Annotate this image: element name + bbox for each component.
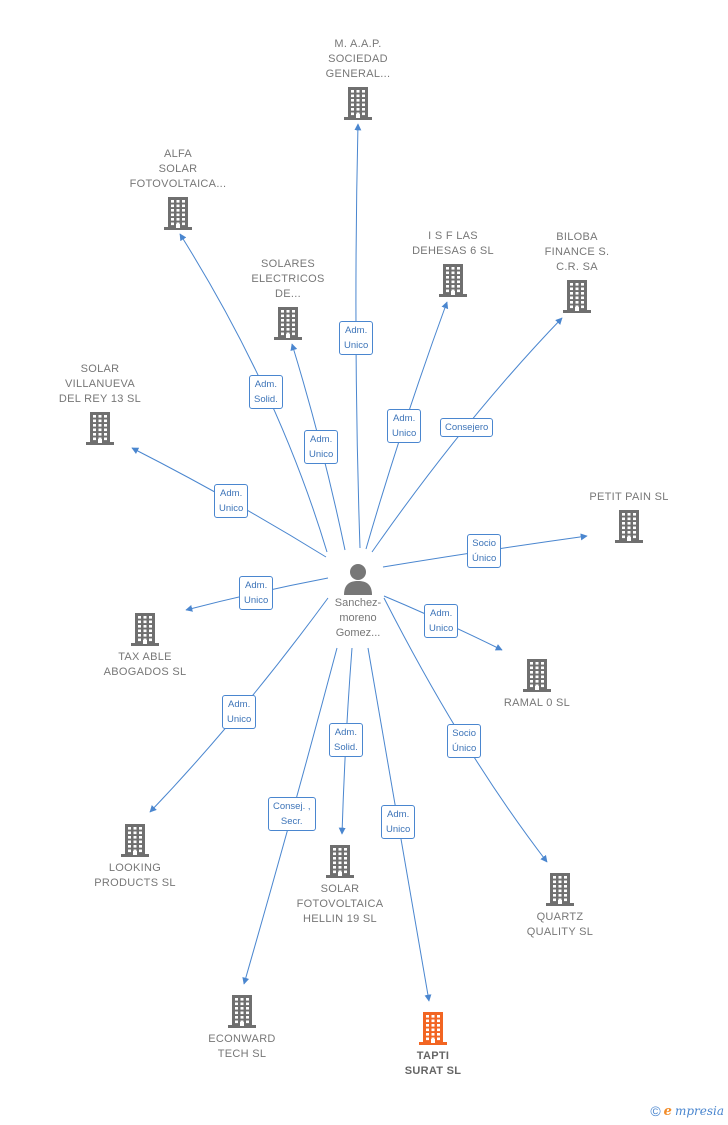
edge-label-looking[interactable]: Adm. Unico [222, 695, 257, 729]
building-icon [121, 824, 149, 857]
company-name: RAMAL 0 SL [503, 697, 571, 709]
company-name: QUARTZ QUALITY SL [526, 911, 594, 938]
company-name: SOLARES ELECTRICOS DE... [251, 258, 325, 300]
company-node-looking[interactable]: LOOKING PRODUCTS SL [60, 822, 210, 891]
company-name: I S F LAS DEHESAS 6 SL [412, 230, 494, 257]
edge-label-petit[interactable]: Socio Único [467, 534, 502, 568]
company-name: LOOKING PRODUCTS SL [94, 862, 176, 889]
building-icon [326, 845, 354, 878]
building-icon [86, 412, 114, 445]
company-node-solares[interactable]: SOLARES ELECTRICOS DE... [213, 257, 363, 341]
company-name: TAX ABLE ABOGADOS SL [103, 651, 187, 678]
company-name: PETIT PAIN SL [589, 491, 669, 503]
edge-label-solares[interactable]: Adm. Unico [304, 430, 339, 464]
building-icon [419, 1012, 447, 1045]
company-node-tapti[interactable]: TAPTI SURAT SL [358, 1010, 508, 1079]
company-node-alfa[interactable]: ALFA SOLAR FOTOVOLTAICA... [103, 147, 253, 231]
person-icon [344, 564, 372, 595]
company-name: TAPTI SURAT SL [404, 1050, 462, 1077]
company-node-petit[interactable]: PETIT PAIN SL [554, 490, 704, 544]
building-icon [563, 280, 591, 313]
copyright-symbol: © [650, 1103, 661, 1119]
building-icon [344, 87, 372, 120]
building-icon [546, 873, 574, 906]
company-node-hellin[interactable]: SOLAR FOTOVOLTAICA HELLIN 19 SL [265, 843, 415, 927]
company-node-ramal[interactable]: RAMAL 0 SL [462, 657, 612, 711]
company-node-quartz[interactable]: QUARTZ QUALITY SL [485, 871, 635, 940]
edge-label-econward[interactable]: Consej. , Secr. [268, 797, 316, 831]
edge-label-tapti[interactable]: Adm. Unico [381, 805, 416, 839]
building-icon [228, 995, 256, 1028]
edge-label-hellin[interactable]: Adm. Solid. [329, 723, 363, 757]
company-name: ALFA SOLAR FOTOVOLTAICA... [129, 148, 227, 190]
building-icon [164, 197, 192, 230]
building-icon [131, 613, 159, 646]
company-node-maap[interactable]: M. A.A.P. SOCIEDAD GENERAL... [283, 37, 433, 121]
edge-label-villanueva[interactable]: Adm. Unico [214, 484, 249, 518]
building-icon [274, 307, 302, 340]
company-node-villanueva[interactable]: SOLAR VILLANUEVA DEL REY 13 SL [25, 362, 175, 446]
company-node-biloba[interactable]: BILOBA FINANCE S. C.R. SA [502, 230, 652, 314]
company-name: ECONWARD TECH SL [208, 1033, 276, 1060]
brand-logo-initial: e [663, 1103, 672, 1119]
company-name: SOLAR FOTOVOLTAICA HELLIN 19 SL [296, 883, 384, 925]
center-person-name: Sanchez- moreno Gomez... [334, 597, 382, 639]
edge-label-biloba[interactable]: Consejero [440, 418, 494, 437]
brand-logo-rest: mpresia [674, 1104, 724, 1118]
building-icon [439, 264, 467, 297]
company-name: BILOBA FINANCE S. C.R. SA [544, 231, 610, 273]
edge-label-isf[interactable]: Adm. Unico [387, 409, 422, 443]
center-person-node[interactable]: Sanchez- moreno Gomez... [298, 562, 418, 641]
edge-label-quartz[interactable]: Socio Único [447, 724, 482, 758]
edge-label-taxable[interactable]: Adm. Unico [239, 576, 274, 610]
edge-label-alfa[interactable]: Adm. Solid. [249, 375, 283, 409]
company-name: M. A.A.P. SOCIEDAD GENERAL... [325, 38, 391, 80]
edge-label-ramal[interactable]: Adm. Unico [424, 604, 459, 638]
company-name: SOLAR VILLANUEVA DEL REY 13 SL [58, 363, 142, 405]
building-icon [615, 510, 643, 543]
company-node-isf[interactable]: I S F LAS DEHESAS 6 SL [378, 229, 528, 298]
company-node-econward[interactable]: ECONWARD TECH SL [167, 993, 317, 1062]
edge-label-maap[interactable]: Adm. Unico [339, 321, 374, 355]
building-icon [523, 659, 551, 692]
company-node-taxable[interactable]: TAX ABLE ABOGADOS SL [70, 611, 220, 680]
